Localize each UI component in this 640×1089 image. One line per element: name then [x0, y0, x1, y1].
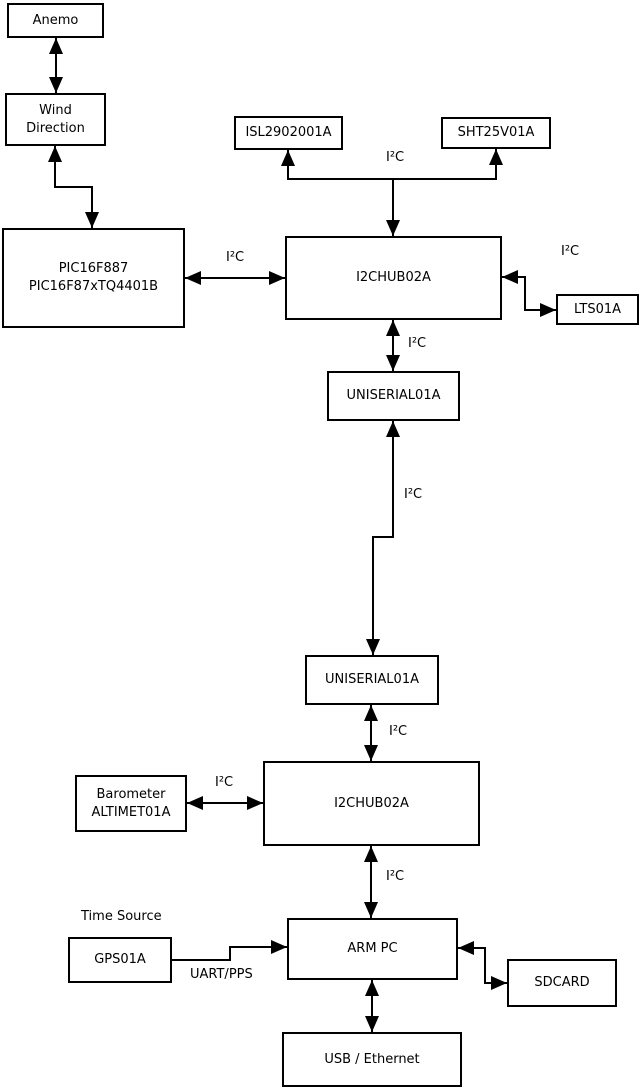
arrowhead-up-icon	[386, 320, 400, 336]
edge-label-i2c-pic-hub1: I²C	[226, 250, 245, 265]
node-wind-direction: Wind Direction	[5, 93, 106, 146]
arrowhead-up-icon	[281, 150, 295, 166]
edge-wind-pic	[48, 146, 99, 228]
node-i2chub02a-top: I2CHUB02A	[285, 236, 502, 320]
arrowhead-left-icon	[502, 270, 518, 284]
arrowhead-down-icon	[364, 745, 378, 761]
edge-hub1-uniserial1	[386, 320, 400, 371]
edge-barometer-hub2	[187, 796, 263, 810]
node-pic16f887: PIC16F887 PIC16F87xTQ4401B	[2, 228, 185, 328]
node-label: Anemo	[32, 12, 79, 28]
arrowhead-right-icon	[247, 796, 263, 810]
edge-armpc-sdcard	[458, 941, 507, 990]
arrowhead-down-icon	[366, 639, 380, 655]
node-i2chub02a-bottom: I2CHUB02A	[263, 761, 480, 846]
node-label: USB / Ethernet	[324, 1051, 420, 1067]
edge-gps-armpc	[172, 940, 287, 961]
edge-label-i2c-hub1-sensors: I²C	[386, 150, 405, 165]
node-label: I2CHUB02A	[334, 795, 409, 811]
node-label: Wind Direction	[26, 102, 85, 136]
node-label: UNISERIAL01A	[346, 388, 441, 404]
edge-anemo-wind	[49, 38, 63, 93]
arrowhead-right-icon	[269, 271, 285, 285]
node-barometer-altimet01a: Barometer ALTIMET01A	[75, 775, 187, 832]
edge-line	[458, 947, 507, 984]
edge-line	[372, 421, 394, 655]
arrowhead-right-icon	[491, 976, 507, 990]
arrowhead-down-icon	[364, 902, 378, 918]
annotation-time-source: Time Source	[81, 909, 162, 924]
node-uniserial01a-top: UNISERIAL01A	[327, 371, 460, 421]
edge-line	[54, 146, 93, 228]
arrowhead-up-icon	[364, 846, 378, 862]
edge-label-uart-pps: UART/PPS	[190, 967, 253, 982]
node-isl2902001a: ISL2902001A	[234, 116, 343, 150]
arrowhead-down-icon	[49, 77, 63, 93]
node-label: PIC16F887 PIC16F87xTQ4401B	[28, 261, 159, 294]
arrowhead-right-icon	[271, 940, 287, 954]
node-uniserial01a-bottom: UNISERIAL01A	[305, 655, 439, 705]
node-arm-pc: ARM PC	[287, 918, 458, 980]
arrowhead-down-icon	[365, 1016, 379, 1032]
arrowhead-up-icon	[365, 980, 379, 996]
node-label: SDCARD	[534, 975, 590, 991]
arrowhead-down-icon	[85, 212, 99, 228]
node-label: ISL2902001A	[245, 125, 332, 141]
edge-line	[502, 276, 556, 311]
edge-label-i2c-barometer-hub2: I²C	[215, 775, 234, 790]
edge-line	[172, 946, 287, 961]
node-label: UNISERIAL01A	[325, 672, 419, 688]
node-sdcard: SDCARD	[507, 959, 617, 1007]
edge-label-i2c-uniserial1-uniserial2: I²C	[404, 487, 423, 502]
edge-label-i2c-hub1-lts: I²C	[561, 244, 580, 259]
node-label: LTS01A	[573, 301, 622, 317]
node-gps01a: GPS01A	[68, 937, 172, 983]
node-label: ARM PC	[347, 941, 398, 957]
node-label: SHT25V01A	[457, 125, 535, 141]
edge-pic-hub1	[185, 271, 285, 285]
arrowhead-down-icon	[386, 355, 400, 371]
arrowhead-up-icon	[48, 146, 62, 162]
node-sht25v01a: SHT25V01A	[441, 117, 551, 149]
arrowhead-down-icon	[386, 220, 400, 236]
edge-hub1-isl-sht-branch	[281, 149, 503, 236]
arrowhead-right-icon	[540, 303, 556, 317]
arrowhead-left-icon	[458, 941, 474, 955]
node-label: Barometer ALTIMET01A	[91, 786, 171, 820]
edge-uniserial1-uniserial2	[366, 421, 400, 655]
node-label: GPS01A	[94, 952, 146, 968]
arrowhead-up-icon	[489, 149, 503, 165]
edge-uniserial2-hub2	[364, 705, 378, 761]
node-usb-ethernet: USB / Ethernet	[282, 1032, 462, 1087]
arrowhead-up-icon	[364, 705, 378, 721]
edge-hub2-armpc	[364, 846, 378, 918]
edge-hub1-lts	[502, 270, 556, 317]
arrowhead-up-icon	[386, 421, 400, 437]
node-anemo: Anemo	[7, 3, 104, 38]
edge-label-i2c-hub1-uniserial1: I²C	[408, 336, 427, 351]
arrowhead-up-icon	[49, 38, 63, 54]
edge-label-i2c-hub2-armpc: I²C	[386, 869, 405, 884]
edge-label-i2c-uniserial2-hub2: I²C	[389, 724, 408, 739]
arrowhead-left-icon	[187, 796, 203, 810]
node-label: I2CHUB02A	[356, 270, 431, 286]
arrowhead-left-icon	[185, 271, 201, 285]
edge-armpc-usb	[365, 980, 379, 1032]
node-lts01a: LTS01A	[556, 294, 639, 325]
